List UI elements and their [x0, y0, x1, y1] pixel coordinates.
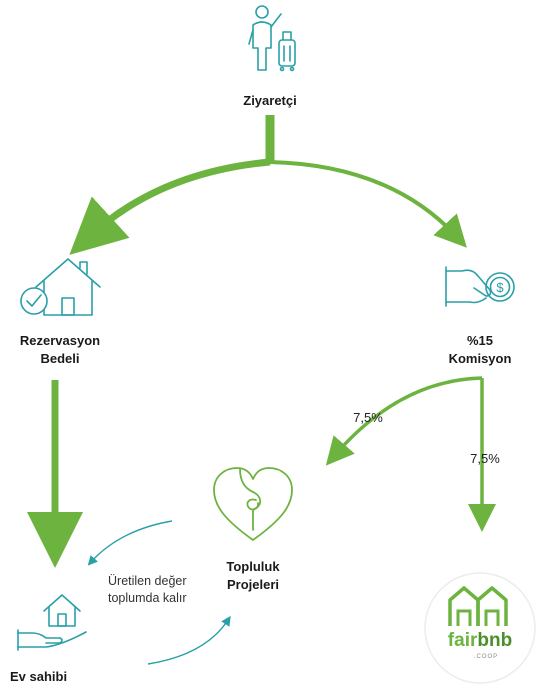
brand-bnb: bnb [477, 630, 513, 651]
flow-arrows [27, 115, 496, 568]
community-line1: Topluluk [226, 559, 280, 574]
commission-line1: %15 [466, 333, 494, 348]
arrow-to-booking-fee [69, 158, 271, 255]
brand-suffix: .COOP [473, 654, 499, 660]
community-projects-label: Topluluk Projeleri [208, 558, 298, 593]
host-label: Ev sahibi [10, 669, 68, 684]
brand-fair: fair [447, 630, 478, 651]
value-cycle-arrows [87, 520, 231, 665]
value-note-line2: toplumda kalır [108, 590, 187, 605]
visitor-icon [248, 5, 296, 72]
community-line2: Projeleri [226, 576, 280, 592]
split-right-label: 7,5% [470, 451, 500, 466]
commission-line2: Komisyon [448, 350, 512, 366]
commission-label: %15 Komisyon [425, 332, 535, 367]
heart-puzzle-icon [213, 467, 293, 541]
visitor-label: Ziyaretçi [243, 93, 297, 108]
arrow-host-to-projects [147, 615, 231, 665]
hand-coin-icon: $ [445, 266, 515, 307]
booking-fee-line2: Bedeli [40, 350, 80, 366]
split-left-label: 7,5% [353, 410, 383, 425]
value-note: Üretilen değer toplumda kalır [108, 573, 218, 607]
svg-text:$: $ [496, 280, 504, 295]
arrow-projects-to-host [87, 520, 173, 566]
booking-fee-line1: Rezervasyon [19, 333, 101, 348]
host-house-hand-icon [17, 594, 87, 651]
booking-fee-label: Rezervasyon Bedeli [5, 332, 115, 367]
arrow-to-commission [269, 160, 467, 248]
house-check-icon [20, 258, 101, 316]
arrow-commission-to-projects [325, 376, 483, 466]
fairbnb-logo [424, 572, 536, 684]
fairbnb-wordmark: fairbnb [438, 630, 522, 652]
value-note-line1: Üretilen değer [108, 574, 187, 588]
